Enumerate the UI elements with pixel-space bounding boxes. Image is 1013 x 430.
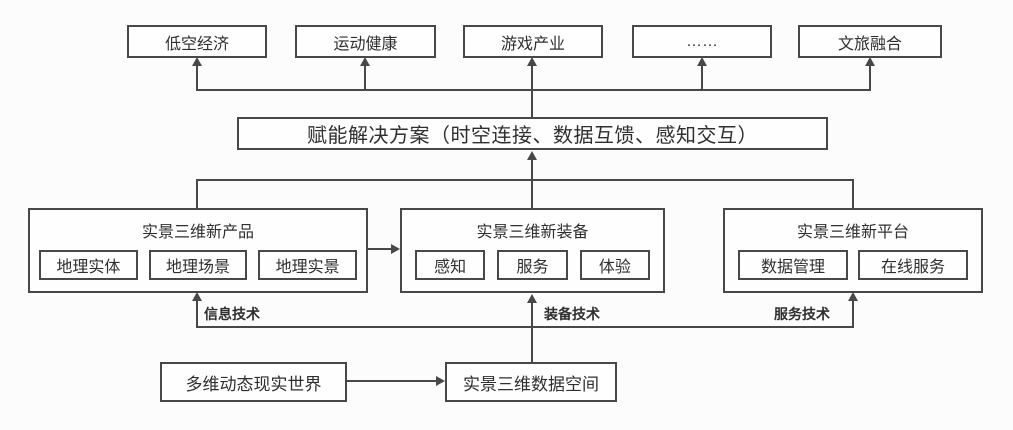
connector-up-info-tech bbox=[196, 300, 198, 328]
connector-drop-left-group bbox=[196, 179, 198, 209]
group-new-platform: 实景三维新平台 数据管理 在线服务 bbox=[723, 208, 983, 293]
group-items-row: 地理实体 地理场景 地理实景 bbox=[30, 250, 366, 280]
app-box-culture-tourism: 文旅融合 bbox=[798, 25, 942, 58]
bottom-box-data-space: 实景三维数据空间 bbox=[445, 362, 617, 402]
group-new-products: 实景三维新产品 地理实体 地理场景 地理实景 bbox=[28, 208, 368, 293]
item-perception: 感知 bbox=[415, 250, 486, 280]
label-service-tech: 服务技术 bbox=[774, 306, 830, 322]
arrowhead-right-icon bbox=[436, 376, 445, 386]
group-items-row: 感知 服务 体验 bbox=[402, 250, 663, 280]
arrowhead-right-icon bbox=[391, 244, 400, 254]
item-data-management: 数据管理 bbox=[738, 250, 848, 280]
arrowhead-up-icon bbox=[360, 57, 370, 66]
group-title: 实景三维新平台 bbox=[796, 224, 909, 241]
connector-world-to-dataspace bbox=[347, 380, 436, 382]
connector-up-app1 bbox=[196, 65, 198, 91]
app-box-game-industry: 游戏产业 bbox=[463, 25, 603, 58]
item-geo-scene: 地理场景 bbox=[148, 250, 248, 280]
arrowhead-up-icon bbox=[848, 292, 858, 301]
item-experience: 体验 bbox=[579, 250, 650, 280]
arrowhead-up-icon bbox=[527, 294, 537, 303]
arrowhead-up-icon bbox=[527, 57, 537, 66]
connector-mid-bus bbox=[196, 179, 854, 181]
arrowhead-up-icon bbox=[697, 57, 707, 66]
arrowhead-up-icon bbox=[527, 151, 537, 160]
solution-label: 赋能解决方案（时空连接、数据互馈、感知交互） bbox=[307, 125, 758, 147]
item-service: 服务 bbox=[497, 250, 568, 280]
solution-banner: 赋能解决方案（时空连接、数据互馈、感知交互） bbox=[237, 117, 828, 150]
connector-products-to-equipment bbox=[368, 248, 393, 250]
item-geo-entity: 地理实体 bbox=[39, 250, 138, 280]
connector-spine-banner-to-bus bbox=[531, 65, 533, 118]
bottom-label: 多维动态现实世界 bbox=[185, 374, 322, 394]
group-new-equipment: 实景三维新装备 感知 服务 体验 bbox=[400, 208, 665, 293]
app-label: 低空经济 bbox=[164, 35, 229, 53]
bottom-label: 实景三维数据空间 bbox=[463, 374, 599, 394]
app-label: 运动健康 bbox=[333, 35, 398, 53]
group-title: 实景三维新装备 bbox=[476, 224, 589, 241]
app-label: …… bbox=[686, 32, 718, 50]
bottom-box-real-world: 多维动态现实世界 bbox=[160, 362, 347, 402]
connector-top-bus bbox=[196, 89, 871, 91]
arrowhead-up-icon bbox=[865, 57, 875, 66]
connector-up-app5 bbox=[869, 65, 871, 91]
item-online-service: 在线服务 bbox=[858, 250, 968, 280]
arrowhead-up-icon bbox=[192, 57, 202, 66]
connector-up-equipment-tech bbox=[531, 302, 533, 362]
item-geo-reality: 地理实景 bbox=[258, 250, 358, 280]
connector-tech-bus bbox=[196, 326, 854, 328]
connector-up-app4 bbox=[701, 65, 703, 91]
app-box-sports-health: 运动健康 bbox=[295, 25, 436, 58]
connector-up-service-tech bbox=[852, 300, 854, 328]
connector-spine-groups-to-banner bbox=[531, 159, 533, 209]
app-label: 游戏产业 bbox=[500, 35, 565, 53]
label-equipment-tech: 装备技术 bbox=[544, 306, 600, 322]
group-title: 实景三维新产品 bbox=[141, 224, 254, 241]
connector-up-app2 bbox=[364, 65, 366, 91]
arrowhead-up-icon bbox=[192, 292, 202, 301]
app-label: 文旅融合 bbox=[837, 35, 902, 53]
group-items-row: 数据管理 在线服务 bbox=[725, 250, 981, 280]
label-info-tech: 信息技术 bbox=[204, 306, 260, 322]
app-box-low-altitude-economy: 低空经济 bbox=[127, 25, 267, 58]
connector-drop-right-group bbox=[852, 179, 854, 209]
app-box-ellipsis: …… bbox=[632, 25, 772, 58]
